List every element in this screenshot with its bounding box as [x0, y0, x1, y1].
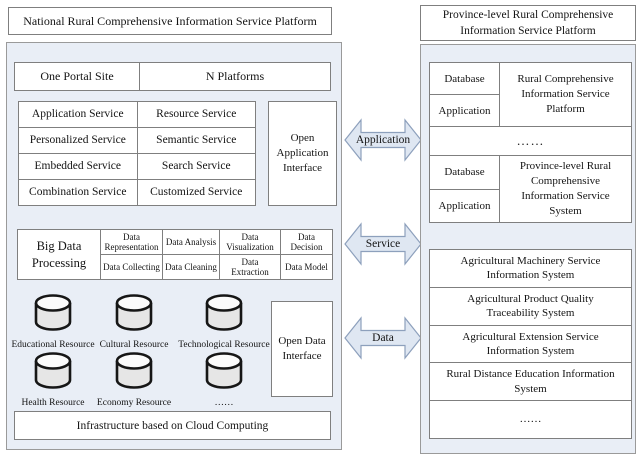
systems-list: Agricultural Machinery Service Informati…	[429, 249, 632, 439]
infrastructure-box: Infrastructure based on Cloud Computing	[14, 411, 331, 440]
resource-item: Educational Resource	[11, 294, 95, 350]
data-arrow: Data	[344, 315, 422, 361]
resource-label: Educational Resource	[11, 340, 95, 350]
big-data-cell: Data Extraction	[220, 255, 280, 279]
system-row: ……	[430, 401, 631, 438]
application-cell: Application	[438, 104, 491, 117]
service-cell: Customized Service	[137, 180, 255, 205]
service-cell: Combination Service	[19, 180, 137, 205]
big-data-cell: Data Visualization	[220, 230, 280, 254]
data-arrow-label: Data	[372, 332, 394, 344]
database-cylinder-icon	[32, 294, 74, 337]
service-cell: Application Service	[19, 102, 137, 127]
portal-row: One Portal Site N Platforms	[14, 62, 331, 91]
rural-platform-label: Rural Comprehensive Information Service …	[517, 73, 614, 115]
database-cylinder-icon	[113, 352, 155, 395]
database-cylinder-icon	[203, 294, 245, 337]
big-data-cell: Data Cleaning	[163, 255, 219, 279]
database-cylinder-icon	[32, 352, 74, 395]
database-cylinder-icon	[113, 294, 155, 337]
resource-item: Health Resource	[13, 352, 93, 408]
db-app-column: Database Application	[430, 156, 500, 222]
service-arrow: Service	[344, 221, 422, 267]
resources-grid: Educational Resource Cultural Resource T…	[11, 294, 273, 408]
system-row: Rural Distance Education Information Sys…	[430, 363, 631, 401]
province-system-box: Database Application Province-level Rura…	[429, 155, 632, 223]
national-platform-title: National Rural Comprehensive Information…	[8, 7, 332, 35]
application-arrow-label: Application	[355, 134, 411, 146]
database-cell: Database	[430, 156, 499, 190]
service-cell: Resource Service	[137, 102, 255, 127]
big-data-processing-label: Big Data Processing	[18, 230, 100, 279]
service-cell: Semantic Service	[137, 128, 255, 153]
resource-label: ……	[214, 398, 234, 408]
big-data-cell: Data Analysis	[163, 230, 219, 254]
ellipsis-row: ……	[429, 126, 632, 156]
service-cell: Personalized Service	[19, 128, 137, 153]
big-data-cell: Data Collecting	[101, 255, 162, 279]
system-row: Agricultural Extension Service Informati…	[430, 325, 631, 363]
resource-label: Cultural Resource	[99, 340, 169, 350]
services-grid: Application Service Resource Service Per…	[18, 101, 256, 206]
rural-platform-box: Database Application Rural Comprehensive…	[429, 62, 632, 127]
open-application-interface-box: Open Application Interface	[268, 101, 337, 206]
resource-label: Economy Resource	[96, 398, 172, 408]
province-platform-title: Province-level Rural Comprehensive Infor…	[420, 5, 636, 41]
application-cell: Application	[438, 199, 491, 212]
database-cylinder-icon	[203, 352, 245, 395]
service-arrow-label: Service	[365, 238, 401, 250]
resource-item: Technological Resource	[175, 294, 273, 350]
db-app-column: Database Application	[430, 63, 500, 126]
one-portal-site-cell: One Portal Site	[15, 63, 139, 90]
province-platform-panel: Database Application Rural Comprehensive…	[420, 44, 636, 454]
application-arrow: Application	[344, 117, 422, 163]
system-row: Agricultural Product Quality Traceabilit…	[430, 287, 631, 325]
service-cell: Embedded Service	[19, 154, 137, 179]
resource-item: ……	[175, 352, 273, 408]
resource-label: Technological Resource	[178, 340, 270, 350]
n-platforms-cell: N Platforms	[140, 63, 330, 90]
database-cell: Database	[430, 63, 499, 95]
resource-item: Economy Resource	[93, 352, 175, 408]
resource-label: Health Resource	[21, 398, 85, 408]
big-data-cell: Data Model	[281, 255, 332, 279]
big-data-cell: Data Representation	[101, 230, 162, 254]
big-data-cell: Data Decision	[281, 230, 332, 254]
resource-item: Cultural Resource	[93, 294, 175, 350]
province-system-label: Province-level Rural Comprehensive Infor…	[519, 160, 612, 217]
big-data-grid: Big Data Processing Data Representation …	[17, 229, 333, 280]
national-platform-panel: One Portal Site N Platforms Application …	[6, 42, 342, 450]
open-data-interface-box: Open Data Interface	[271, 301, 333, 397]
service-cell: Search Service	[137, 154, 255, 179]
system-row: Agricultural Machinery Service Informati…	[430, 250, 631, 287]
